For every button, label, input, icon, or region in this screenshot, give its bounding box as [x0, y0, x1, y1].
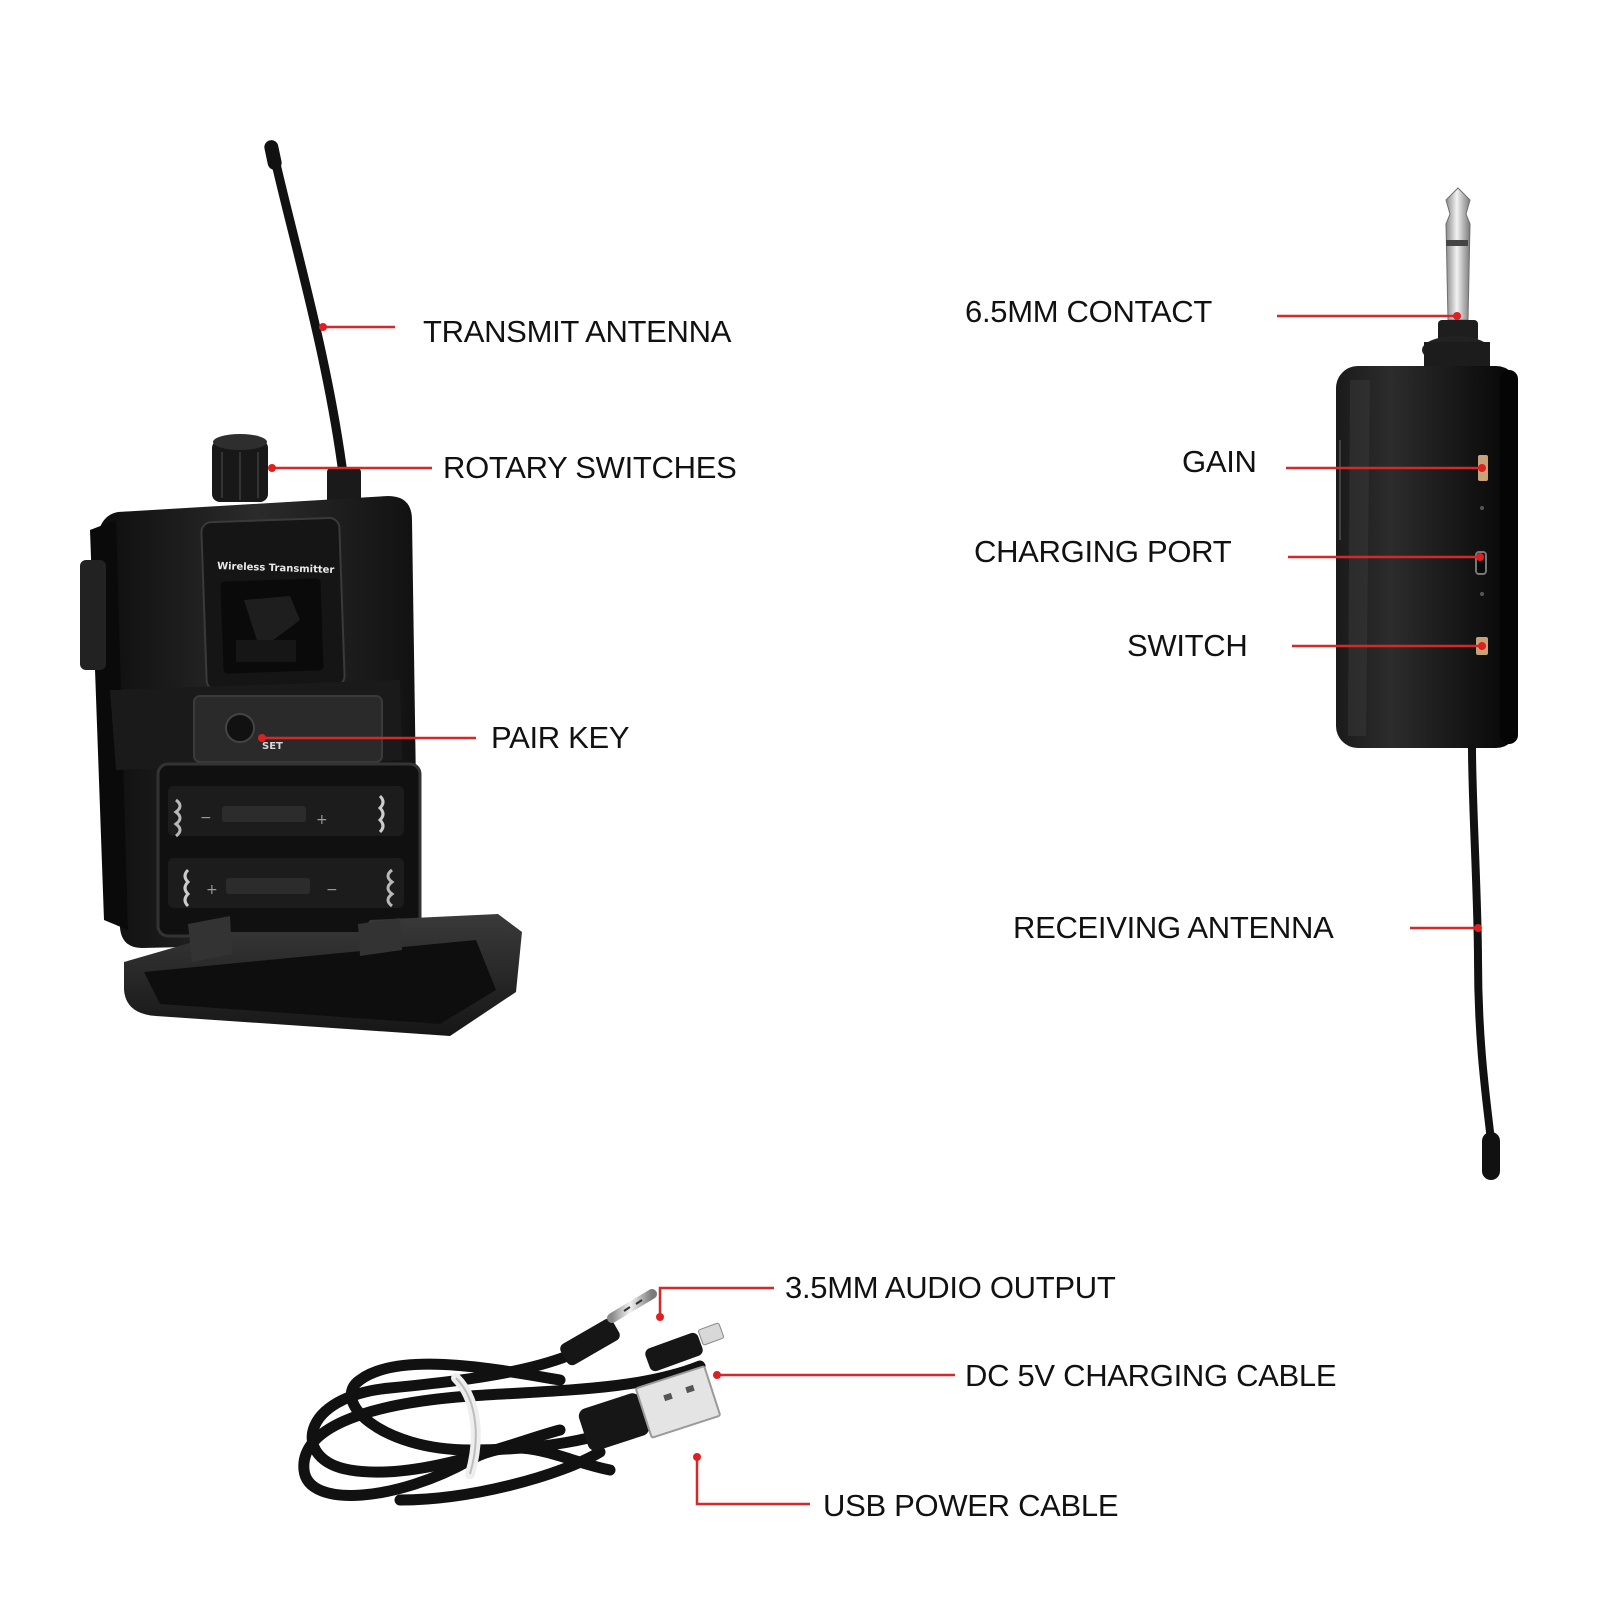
label-usb-power-cable: USB POWER CABLE: [823, 1488, 1119, 1523]
usb-plug: [578, 1365, 721, 1451]
label-rotary-switches: ROTARY SWITCHES: [443, 450, 737, 485]
pair-key-button: [225, 713, 255, 743]
jack-plug: [1445, 187, 1471, 321]
label-transmit-antenna: TRANSMIT ANTENNA: [423, 314, 732, 349]
receiving-antenna: [1468, 744, 1496, 1154]
svg-text:−: −: [326, 882, 338, 898]
battery-contact: [183, 794, 385, 908]
label-pair-key: PAIR KEY: [491, 720, 630, 755]
audio-cable-bundle: [298, 1330, 706, 1506]
wireless-transmitter: − + + −: [80, 140, 522, 1036]
dc-charging-plug: [645, 1322, 725, 1372]
svg-text:−: −: [200, 810, 212, 826]
leader-usb-power-cable: [695, 1457, 810, 1506]
label-dc-charging-cable: DC 5V CHARGING CABLE: [965, 1358, 1337, 1393]
label-charging-port: CHARGING PORT: [974, 534, 1232, 569]
transmit-antenna: [267, 141, 350, 495]
battery-spring: [173, 798, 395, 908]
callout-leaders: [262, 314, 1482, 1506]
svg-text:+: +: [316, 812, 328, 828]
label-3-5mm-audio-output: 3.5MM AUDIO OUTPUT: [785, 1270, 1116, 1305]
svg-text:+: +: [206, 882, 218, 898]
label-switch: SWITCH: [1127, 628, 1248, 663]
leader-3-5mm-audio-output: [658, 1286, 774, 1317]
label-6-5mm-contact: 6.5MM CONTACT: [965, 294, 1212, 329]
audio-plug-3-5mm: [560, 1289, 657, 1366]
callout-dots: [258, 312, 1486, 1461]
label-gain: GAIN: [1182, 444, 1257, 479]
label-receiving-antenna: RECEIVING ANTENNA: [1013, 910, 1334, 945]
wireless-receiver: [1336, 187, 1518, 1180]
pair-key-panel: [193, 695, 383, 763]
set-button-label: SET: [262, 741, 283, 752]
